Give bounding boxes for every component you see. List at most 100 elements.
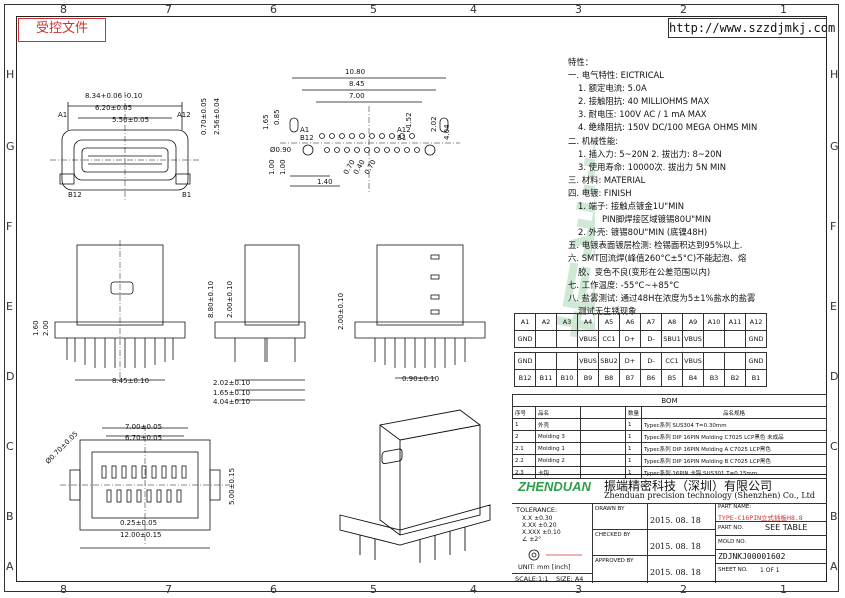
zone-bottom-4: 4 xyxy=(470,583,477,596)
zone-right-D: D xyxy=(830,370,839,383)
bom-cell xyxy=(580,442,626,455)
bom-header: 序号 xyxy=(512,406,536,419)
pin-cell: SBU2 xyxy=(598,352,620,370)
bottom-top-view xyxy=(60,425,230,549)
zone-top-2: 2 xyxy=(680,3,687,16)
pin-cell: B10 xyxy=(556,369,578,387)
bom-cell: Typec系列 DIP 16PIN Molding A C7025 LCP黑色 xyxy=(641,442,827,455)
spec-line: 二. 机械性能: xyxy=(568,135,619,146)
part-name-value: TYPE-C16PIN立式插板H8.8 xyxy=(718,514,803,522)
bom-cell: 2.2 xyxy=(512,454,536,467)
zone-right-C: C xyxy=(830,440,838,453)
pin-cell xyxy=(535,352,557,370)
tolerance-label: TOLERANCE: xyxy=(516,506,558,514)
dim-rv-2-00: 2.00±0.10 xyxy=(337,292,345,330)
zone-left-A: A xyxy=(6,560,14,573)
pin-cell: GND xyxy=(514,330,536,348)
company-name-en: Zhenduan precision technology (Shenzhen)… xyxy=(604,491,815,500)
dim-fv-2-00: 2.00 xyxy=(42,320,50,336)
dim-fp-4-04: 4.04 xyxy=(443,124,451,140)
zone-top-5: 5 xyxy=(370,3,377,16)
drawing-no-field: ZDJNKJ00001602 xyxy=(715,549,827,564)
pin-cell: D- xyxy=(640,330,662,348)
pin-cell: D+ xyxy=(619,352,641,370)
zone-top-8: 8 xyxy=(60,3,67,16)
bom-cell: 1 xyxy=(512,418,536,431)
front-view xyxy=(54,240,186,381)
pin-cell: VBUS xyxy=(577,352,599,370)
pin-cell: A10 xyxy=(703,313,725,331)
pin-cell: CC1 xyxy=(661,352,683,370)
part-name-field: PART NAME: TYPE-C16PIN立式插板H8.8 xyxy=(715,503,827,522)
zone-bottom-1: 1 xyxy=(780,583,787,596)
spec-line: 1. 端子: 接触点镀金1U"MIN xyxy=(578,201,685,212)
bom-cell: 1 xyxy=(624,466,643,479)
side-view xyxy=(214,244,306,401)
label-b12: B12 xyxy=(68,191,82,199)
dim-width-mid: 6.20±0.05 xyxy=(95,104,133,112)
bom-header-row: 序号 品名 数量 品名规格 xyxy=(512,406,827,419)
pin-cell: B7 xyxy=(619,369,641,387)
bom-cell: Typec系列 DIP 16PIN Molding B C7025 LCP黑色 xyxy=(641,454,827,467)
spec-line: 1. 额定电流: 5.0A xyxy=(578,83,647,94)
tol-key: ∠ xyxy=(522,536,528,543)
zone-top-3: 3 xyxy=(575,3,582,16)
pin-cell: D+ xyxy=(619,330,641,348)
unit-label: UNIT: mm [inch] xyxy=(518,563,571,571)
pin-cell: A4 xyxy=(577,313,599,331)
spec-line: 五. 电镀表面镀层检测: 检锡面积达到95%以上. xyxy=(568,240,743,251)
pin-cell: GND xyxy=(514,352,536,370)
bom-cell: 2 xyxy=(512,430,536,443)
pin-cell: VBUS xyxy=(577,330,599,348)
spec-line: PIN脚焊接区域镀锡80U"MIN xyxy=(602,214,712,225)
pin-cell: A6 xyxy=(619,313,641,331)
signoff-dates: 2015. 08. 18 2015. 08. 18 2015. 08. 18 xyxy=(647,503,716,583)
dim-sv-2-02: 2.02±0.10 xyxy=(213,379,251,387)
company-logo: ZHENDUAN xyxy=(518,479,591,494)
pin-cell xyxy=(556,352,578,370)
title-logo-row: ZHENDUAN 振端精密科技（深圳）有限公司 Zhenduan precisi… xyxy=(512,475,827,504)
zone-top-4: 4 xyxy=(470,3,477,16)
dim-fv-1-60: 1.60 xyxy=(32,320,40,336)
zone-right-G: G xyxy=(830,140,839,153)
zone-right-F: F xyxy=(830,220,837,233)
dim-height-b: 2.56±0.04 xyxy=(213,97,221,135)
pin-cell: A11 xyxy=(724,313,746,331)
specification-notes: 特性： 一. 电气特性: EICTRICAL 1. 额定电流: 5.0A 2. … xyxy=(568,56,818,318)
dim-bt-7-00: 7.00±0.05 xyxy=(125,423,163,431)
tol-key: X.XX xyxy=(522,522,537,529)
zone-left-D: D xyxy=(6,370,15,383)
tolerance-values: X.X ±0.30 X.XX ±0.20 X.XXX ±0.10 ∠ ±2° xyxy=(522,515,561,543)
bom-cell: 1 xyxy=(624,430,643,443)
bom-header: 品名 xyxy=(535,406,581,419)
dim-width-inner: 5.50±0.05 xyxy=(112,116,150,124)
dim-fp-dia: Ø0.90 xyxy=(270,146,292,154)
dim-rv-0-90: 0.90±0.10 xyxy=(402,375,440,383)
spec-line: 测试无生锈现象 xyxy=(578,305,637,316)
pin-cell: SBU1 xyxy=(661,330,683,348)
top-end-view xyxy=(50,92,200,202)
part-no-field: PART NO. SEE TABLE xyxy=(715,521,827,536)
label-a12: A12 xyxy=(177,111,191,119)
pin-cell: B11 xyxy=(535,369,557,387)
watermark-logo: 振端精密 ZHENDUAN xyxy=(548,105,595,352)
bom-cell: Molding 1 xyxy=(535,442,581,455)
dim-fv-8-45: 8.45±0.10 xyxy=(112,377,150,385)
dim-fp-7-00: 7.00 xyxy=(349,92,365,100)
date-approved: 2015. 08. 18 xyxy=(650,568,701,577)
drawn-by-label: DRAWN BY xyxy=(595,506,625,512)
scale-label: SCALE:1:1 xyxy=(515,575,549,583)
bom-cell: Typec系列 SUS304 T=0.30mm xyxy=(641,418,827,431)
bom-title-row: BOM xyxy=(512,394,827,407)
pin-cell: A1 xyxy=(514,313,536,331)
company-name-cn: 振端精密科技（深圳）有限公司 xyxy=(604,479,773,493)
bom-cell: 外壳 xyxy=(535,418,581,431)
bom-header xyxy=(580,406,626,419)
pin-cell: A9 xyxy=(682,313,704,331)
pin-cell xyxy=(724,352,746,370)
